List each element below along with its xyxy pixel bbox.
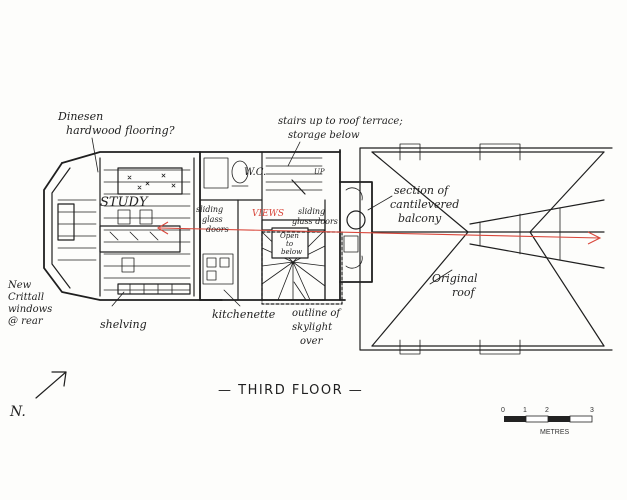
scale-tick-1: 1 [523,407,527,414]
open-to-below-2: to [286,240,293,248]
original-roof [359,143,613,355]
sliding-doors-right-2: glass doors [292,217,338,226]
sliding-doors-left-1: sliding [196,205,223,214]
study-label: STUDY [100,195,149,210]
open-to-below-3: below [281,248,302,256]
skylight-note-1: outline of [292,308,342,319]
stairs-note-line2: storage below [288,130,360,141]
leader-lines [91,137,453,307]
skylight-note-3: over [300,336,324,347]
balcony-note-1: section of [394,184,450,197]
open-to-below-void [261,219,326,301]
stairs-note-line1: stairs up to roof terrace; [278,116,403,127]
balcony-note-3: balcony [398,212,442,225]
scale-tick-0: 0 [501,407,505,414]
stairs-up [265,157,323,195]
kitchenette-label: kitchenette [212,308,276,321]
windows-note-4: @ rear [8,316,44,327]
windows-note-1: New [7,280,32,291]
kitchenette-counter [202,253,234,285]
shelving-label: shelving [100,318,147,331]
shelving-unit [117,283,191,295]
scale-bar [504,415,593,423]
sofa-planter [117,167,183,195]
hardwood-flooring-hatch [57,169,191,291]
views-label: VIEWS [252,209,284,219]
bay-window-seat [57,203,75,241]
north-arrow [35,371,67,399]
flooring-note-line2: hardwood flooring? [66,124,175,137]
sliding-doors-left-2: glass [202,215,223,224]
original-roof-1: Original [432,272,478,285]
windows-note-3: windows [8,304,52,315]
original-roof-2: roof [452,286,477,299]
scale-unit: METRES [540,429,570,436]
stairs-up-label: UP [314,168,325,176]
views-arrow [156,221,602,245]
skylight-note-2: skylight [292,322,333,333]
balcony-note-2: cantilevered [390,198,459,211]
flooring-note-line1: Dinesen [57,110,103,123]
wc-fixtures [203,157,249,189]
windows-note-2: Crittall [8,292,44,303]
sliding-doors-left-3: doors [206,225,229,234]
scale-tick-2: 2 [545,407,549,414]
scale-tick-3: 3 [590,407,594,414]
north-label: N. [9,404,26,420]
study-desk [99,209,181,273]
open-to-below-1: Open [280,232,299,240]
floor-title: — THIRD FLOOR — [218,383,363,398]
wc-label: W.C. [244,167,266,178]
sliding-doors-right-1: sliding [298,207,325,216]
